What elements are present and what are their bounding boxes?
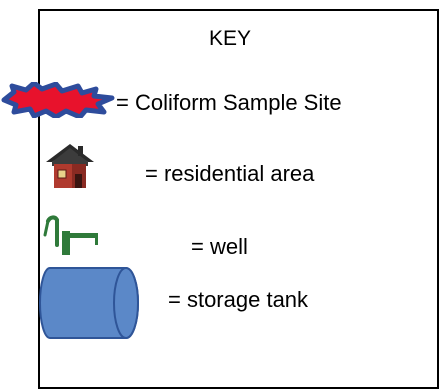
legend-title: KEY — [209, 27, 252, 50]
coliform-sample-site-icon — [1, 82, 115, 118]
storage-tank-icon — [39, 267, 139, 339]
legend-label-storage-tank: = storage tank — [168, 287, 309, 312]
legend-label-well: = well — [191, 234, 248, 259]
well-pump-icon — [43, 215, 98, 255]
legend-label-coliform-sample-site: = Coliform Sample Site — [116, 90, 342, 115]
house-icon — [46, 144, 94, 188]
legend-label-residential-area: = residential area — [145, 161, 315, 186]
